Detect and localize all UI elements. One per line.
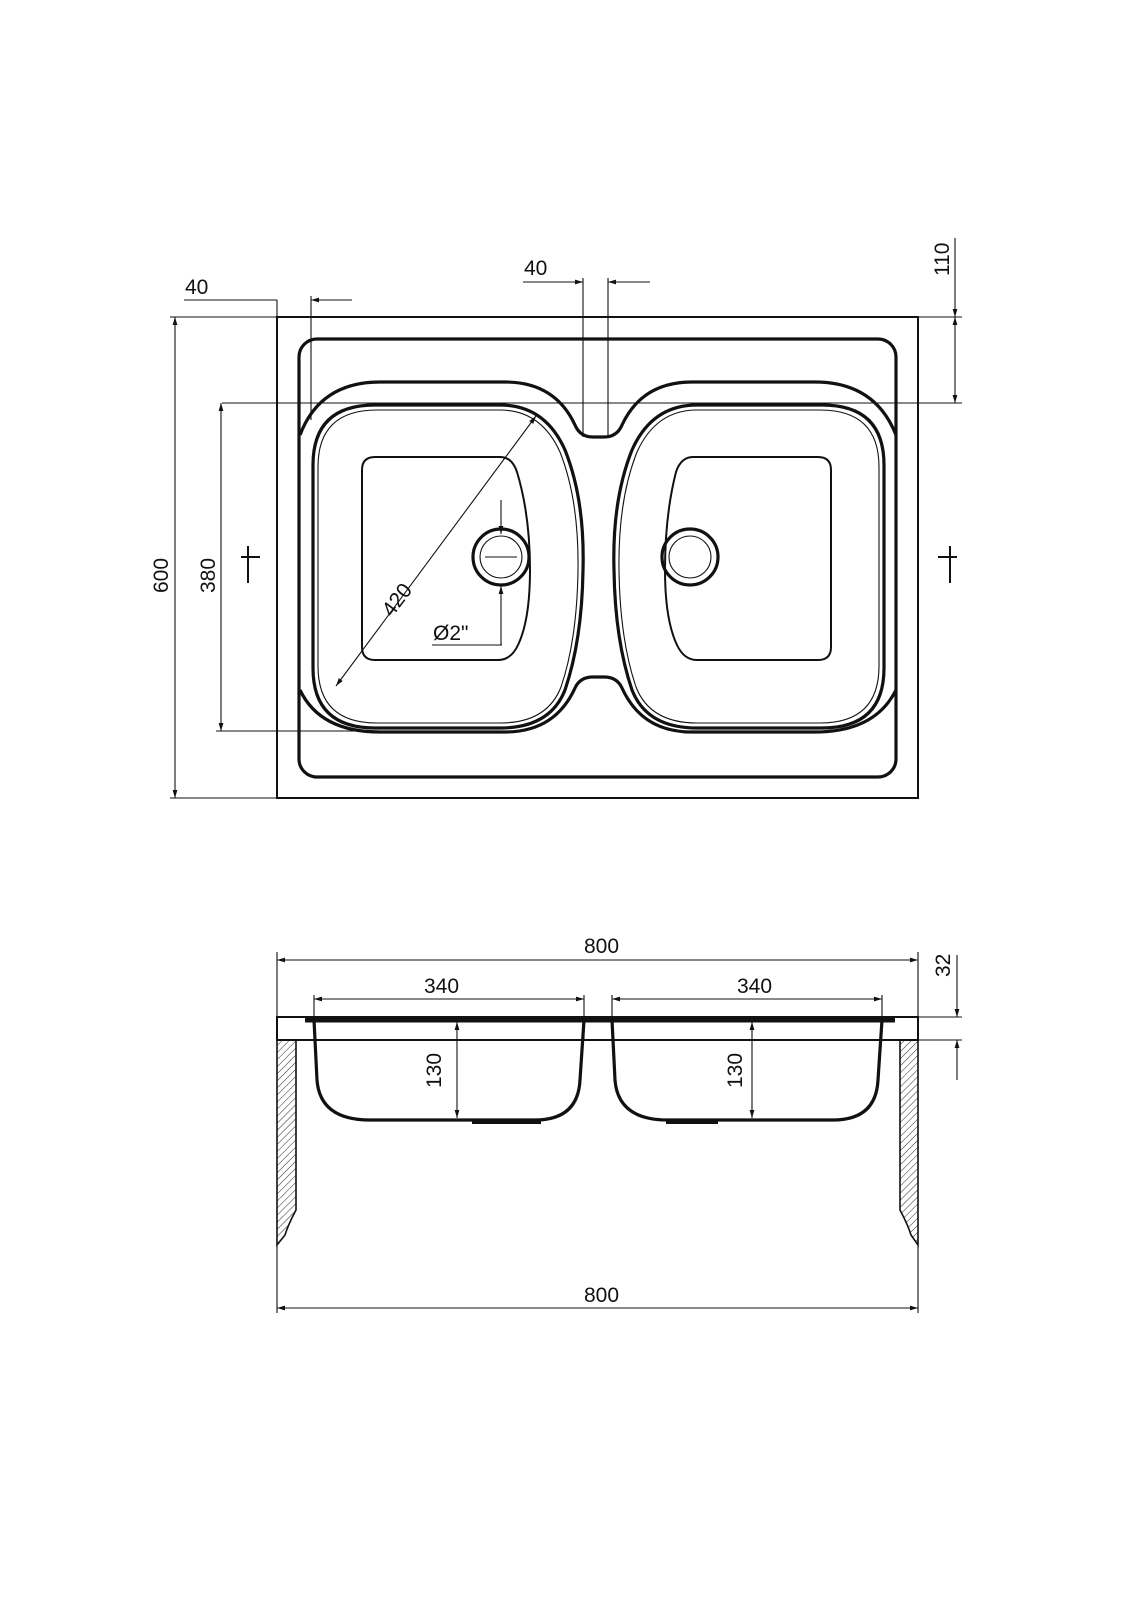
right-drain-icon [660, 527, 720, 587]
left-bowl: Ø2" 420 [311, 403, 585, 730]
total-depth-label: 600 [150, 558, 173, 593]
drain-diameter-label: Ø2" [433, 622, 468, 645]
top-to-bowl-label: 110 [931, 243, 954, 276]
section-marker-left [241, 546, 260, 583]
deck-thickness-label: 32 [932, 954, 955, 977]
right-bowl-depth-label: 130 [724, 1053, 747, 1088]
bowls-outer-outline [298, 380, 898, 734]
bowl-depth-label: 380 [197, 558, 220, 593]
left-bowl-depth-label: 130 [423, 1053, 446, 1088]
total-width-top-label: 800 [584, 935, 619, 958]
side-view: 800 32 340 340 130 130 [276, 935, 962, 1313]
left-offset-label: 40 [185, 276, 208, 299]
left-cabinet-side [276, 1039, 297, 1248]
total-width-bottom-label: 800 [584, 1284, 619, 1307]
bowl-diagonal-label: 420 [378, 579, 417, 621]
left-bowl-profile [312, 1019, 586, 1122]
sink-outer-outline [276, 316, 919, 799]
right-bowl-width-label: 340 [737, 975, 772, 998]
top-view: Ø2" 420 40 40 110 [150, 238, 962, 799]
center-divider-label: 40 [524, 257, 547, 280]
section-marker-right [938, 546, 957, 583]
right-bowl [612, 403, 886, 730]
sink-deck-edge [297, 337, 898, 779]
left-bowl-width-label: 340 [424, 975, 459, 998]
right-cabinet-side [899, 1039, 919, 1248]
right-bowl-profile [610, 1019, 884, 1122]
right-bowl-floor [663, 456, 832, 661]
